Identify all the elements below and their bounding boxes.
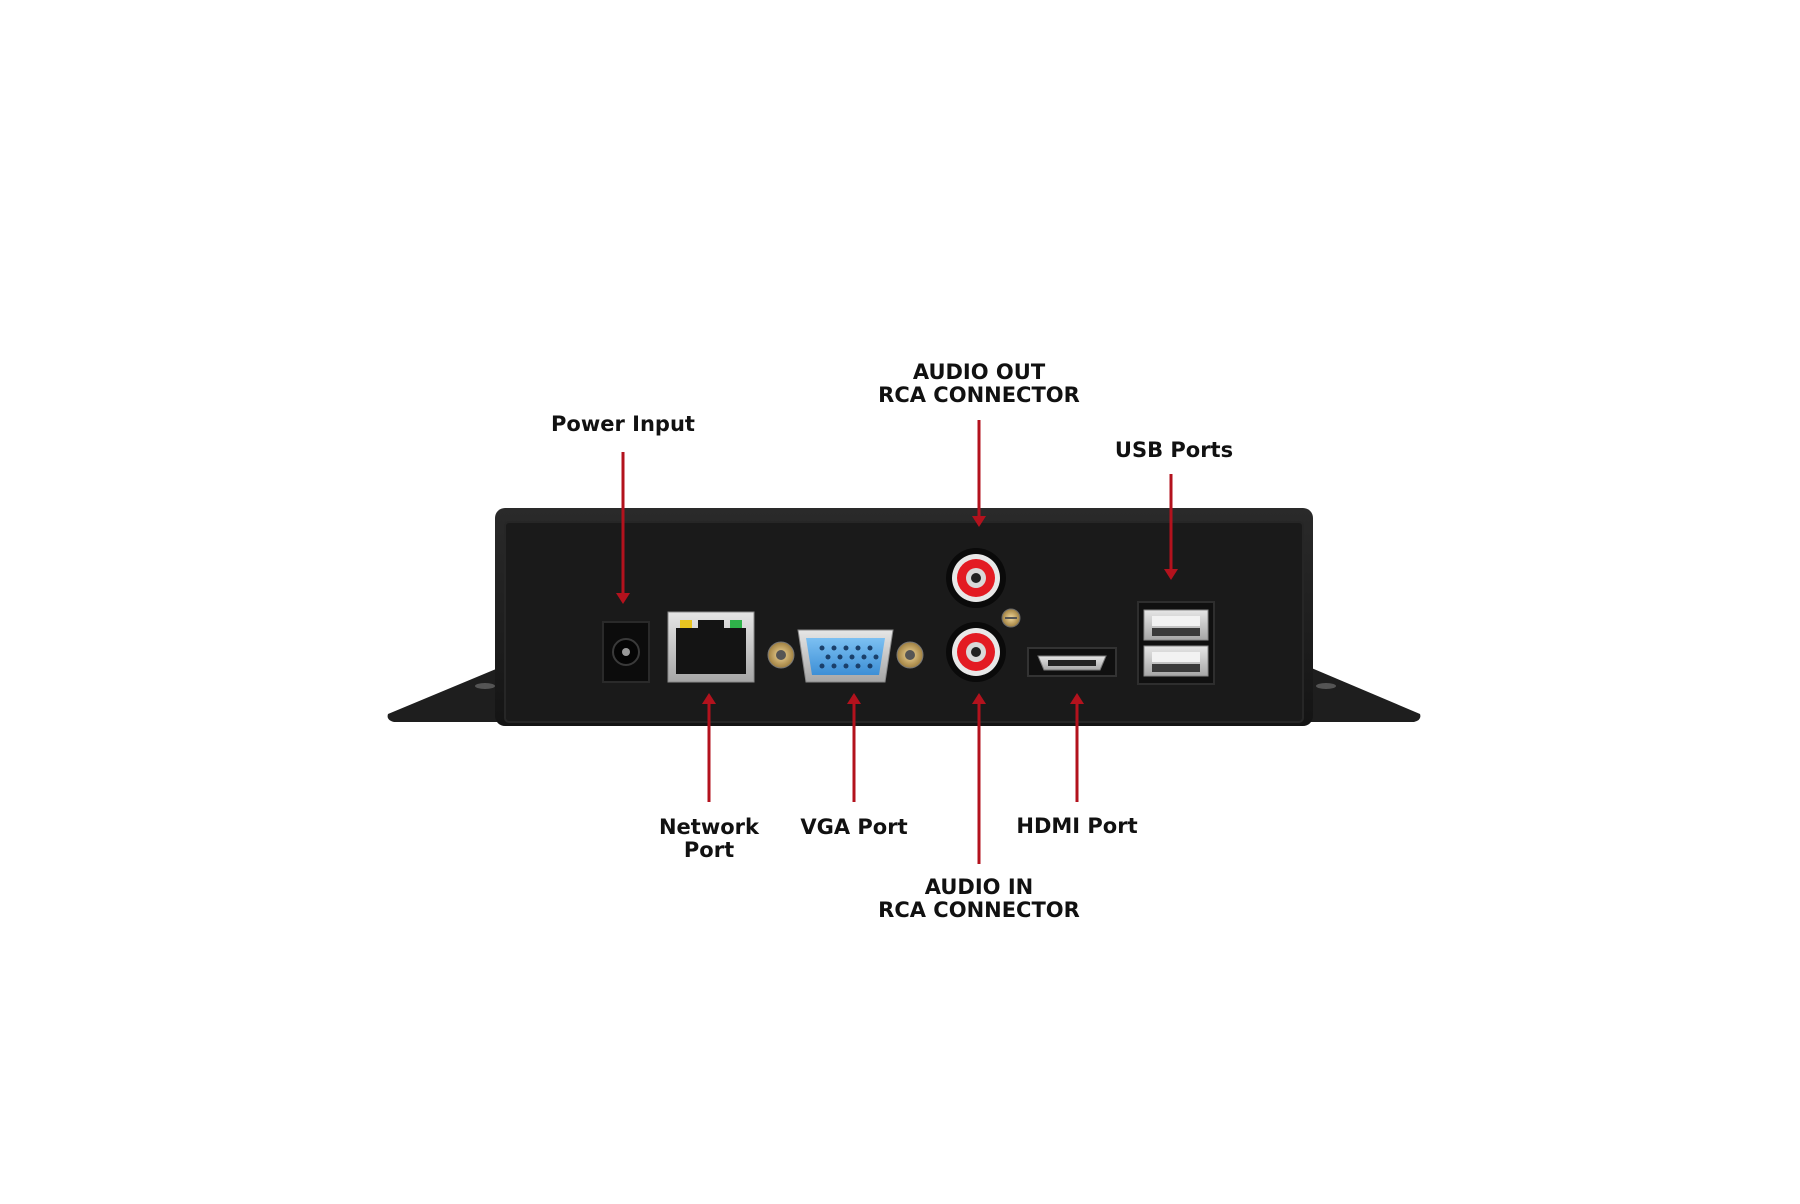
left-flange-hole xyxy=(475,683,495,689)
label-network-port-line2: Port xyxy=(683,838,735,862)
label-vga-port-text: VGA Port xyxy=(800,815,908,839)
ground-screw xyxy=(1001,608,1021,628)
label-audio-out-line1: AUDIO OUT xyxy=(912,360,1046,384)
arrow-hdmi-port xyxy=(1070,693,1084,802)
usb-ports xyxy=(1137,601,1215,685)
label-power-input: Power Input xyxy=(523,413,723,436)
label-audio-in-line1: AUDIO IN xyxy=(924,875,1034,899)
label-audio-in: AUDIO IN RCA CONNECTOR xyxy=(839,876,1119,922)
vga-pins xyxy=(819,645,879,669)
arrow-audio-out xyxy=(972,420,986,527)
audio-in-rca-connector xyxy=(946,622,1006,682)
hdmi-port xyxy=(1027,647,1117,677)
arrow-network-port xyxy=(702,693,716,802)
link-led-yellow xyxy=(680,620,692,628)
label-hdmi-port: HDMI Port xyxy=(992,815,1162,838)
usb-port-lower xyxy=(1143,645,1209,677)
label-audio-in-line2: RCA CONNECTOR xyxy=(878,898,1080,922)
arrow-audio-in xyxy=(972,693,986,864)
right-mounting-flange xyxy=(1302,664,1421,722)
label-network-port-line1: Network xyxy=(658,815,759,839)
arrow-usb-ports xyxy=(1164,474,1178,580)
arrow-power-input xyxy=(616,452,630,604)
callout-arrows xyxy=(616,420,1178,864)
arrow-vga-port xyxy=(847,693,861,802)
audio-out-rca-connector xyxy=(946,548,1006,608)
power-input-jack xyxy=(602,621,650,683)
label-audio-out-line2: RCA CONNECTOR xyxy=(878,383,1080,407)
label-usb-ports-text: USB Ports xyxy=(1114,438,1234,462)
label-network-port: Network Port xyxy=(634,816,784,862)
link-led-green xyxy=(730,620,742,628)
label-usb-ports: USB Ports xyxy=(1074,439,1274,462)
label-hdmi-port-text: HDMI Port xyxy=(1016,814,1138,838)
left-mounting-flange xyxy=(387,664,508,722)
vga-port xyxy=(767,629,924,683)
label-vga-port: VGA Port xyxy=(779,816,929,839)
right-flange-hole xyxy=(1316,683,1336,689)
usb-port-upper xyxy=(1143,609,1209,641)
network-port-rj45 xyxy=(667,611,755,683)
label-audio-out: AUDIO OUT RCA CONNECTOR xyxy=(839,361,1119,407)
label-power-input-text: Power Input xyxy=(551,412,695,436)
